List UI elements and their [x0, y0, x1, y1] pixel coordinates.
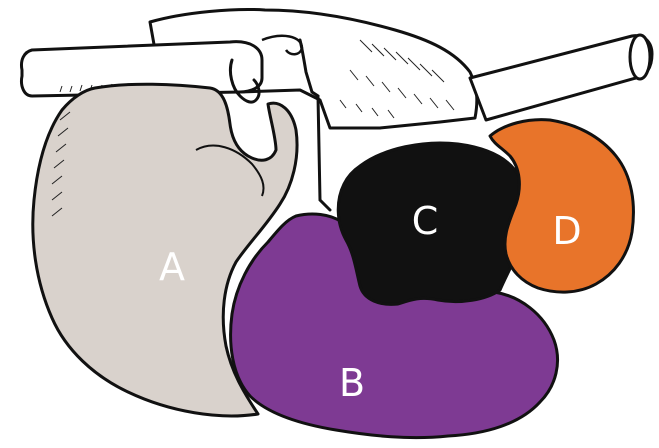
right-tube-opening [630, 35, 650, 79]
right-tube [470, 36, 652, 120]
label-b: B [339, 361, 365, 405]
label-a: A [159, 245, 185, 289]
label-d: D [552, 209, 581, 253]
label-c: C [412, 199, 439, 243]
